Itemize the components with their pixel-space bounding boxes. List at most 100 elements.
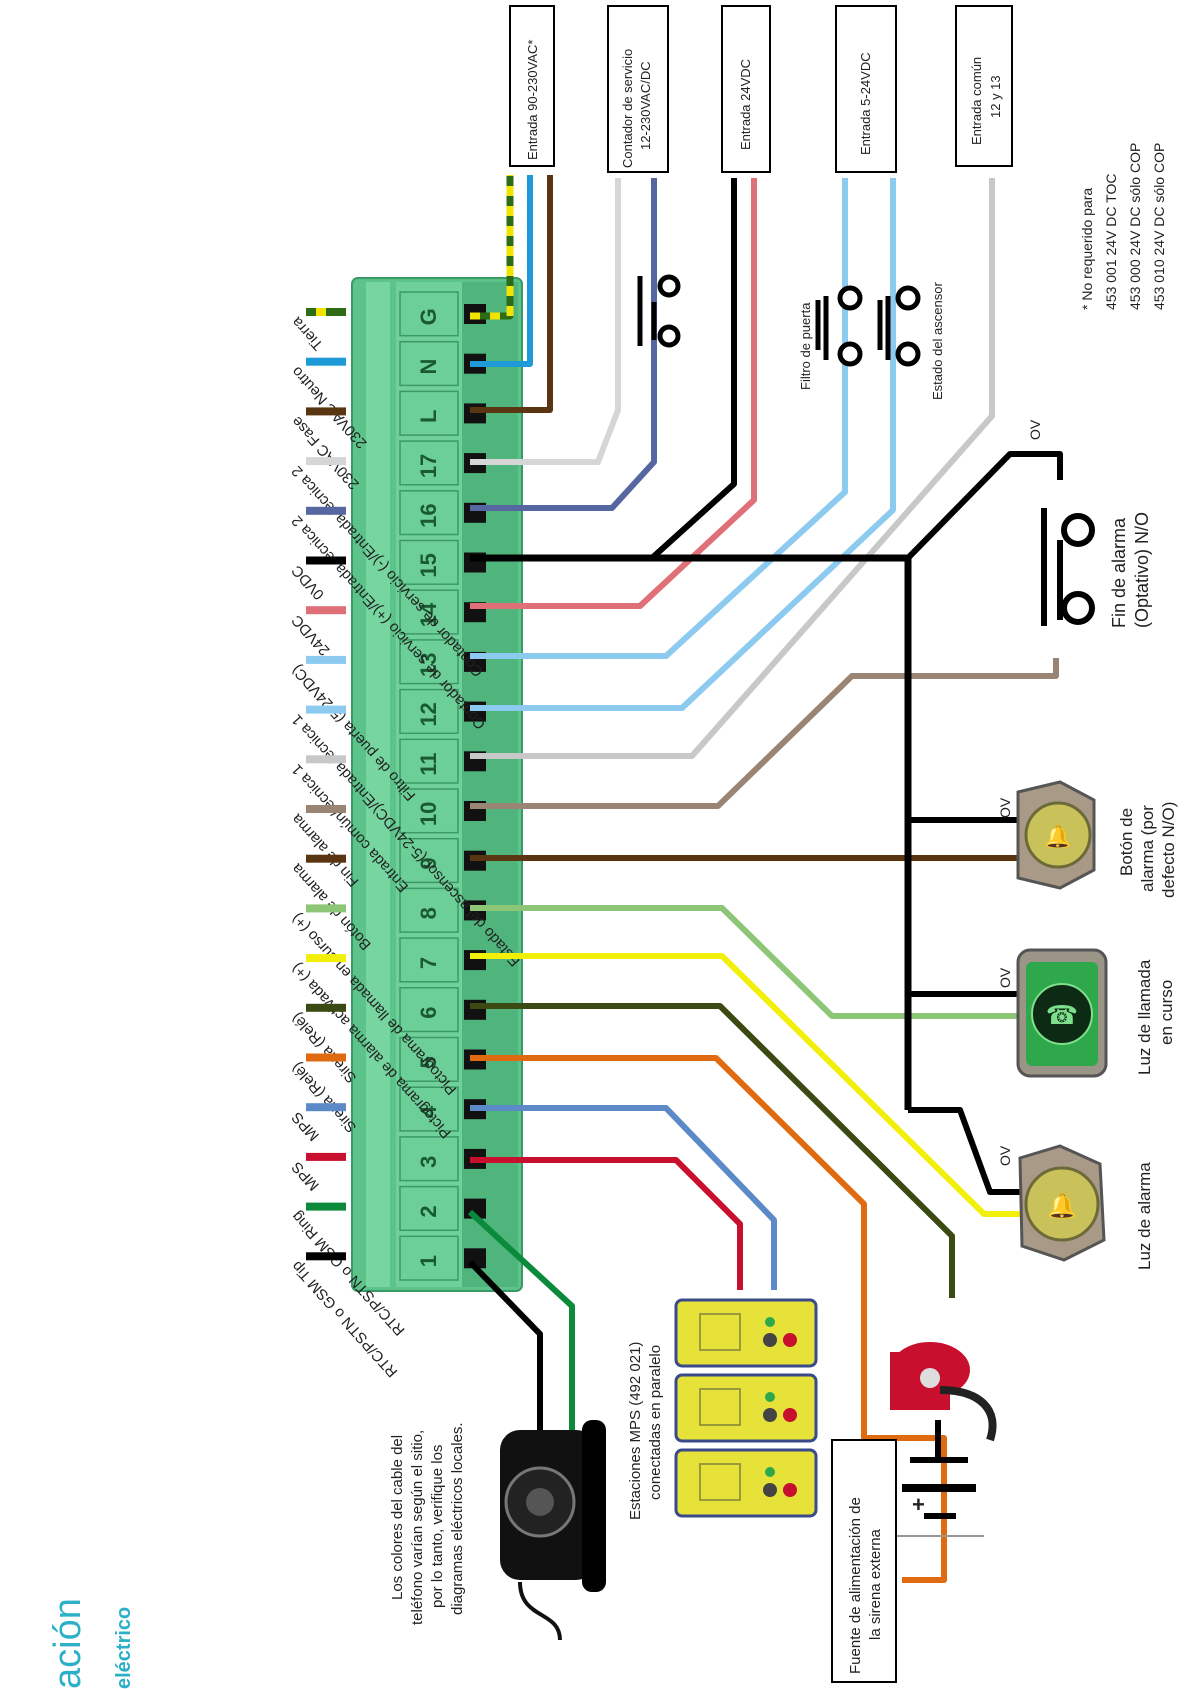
zero-volt-label-1: OV xyxy=(1027,419,1043,440)
telephone-icon xyxy=(500,1420,606,1641)
terminal-color-swatch xyxy=(306,556,346,565)
terminal-color-swatches xyxy=(306,308,346,1261)
wires xyxy=(467,175,1063,1583)
terminal-screw-hole xyxy=(464,403,486,424)
terminal-number: 9 xyxy=(416,857,441,869)
terminal-number: 12 xyxy=(416,702,441,726)
note-line-2: 453 001 24V DC TOC xyxy=(1103,174,1119,310)
terminal-number: L xyxy=(416,410,441,423)
terminal-number: 3 xyxy=(416,1156,441,1168)
common-input-label-1: Entrada común xyxy=(969,57,984,145)
input-24v-box: Entrada 24VDC xyxy=(721,5,771,173)
mps-label-1: Estaciones MPS (492 021) xyxy=(627,1342,644,1520)
terminal-number: 7 xyxy=(416,957,441,969)
siren-supply-label-2: la sirena externa xyxy=(867,1528,884,1640)
terminal-number: 13 xyxy=(416,653,441,677)
battery-icon xyxy=(894,1420,984,1537)
terminal-color-swatch xyxy=(306,457,346,466)
terminal-slot xyxy=(399,440,459,486)
power-input-label: Entrada 90-230VAC* xyxy=(525,40,540,160)
mps-station xyxy=(674,1298,818,1368)
terminal-slot xyxy=(399,1086,459,1132)
terminal-slot xyxy=(399,1235,459,1281)
zero-volt-label-3: OV xyxy=(997,967,1013,988)
lift-status-switch xyxy=(877,285,921,367)
call-light-device: ☎ xyxy=(1016,948,1108,1078)
terminal-number: 16 xyxy=(416,503,441,527)
input-24v-label: Entrada 24VDC xyxy=(738,59,753,150)
terminal-number: 2 xyxy=(416,1205,441,1217)
terminal-color-swatch xyxy=(306,655,346,664)
terminal-number: 1 xyxy=(416,1255,441,1267)
note-line-1: * No requerido para xyxy=(1079,188,1095,310)
terminal-color-swatch xyxy=(306,357,346,366)
terminal-slot xyxy=(399,390,459,436)
terminal-color-swatch xyxy=(306,1053,346,1062)
terminal-number: 10 xyxy=(416,802,441,826)
terminal-number: 6 xyxy=(416,1007,441,1019)
power-input-box: Entrada 90-230VAC* xyxy=(509,5,555,167)
terminal-number: 5 xyxy=(416,1056,441,1068)
terminal-color-swatch xyxy=(306,1003,346,1012)
terminal-color-swatch xyxy=(306,705,346,714)
terminal-color-swatch xyxy=(306,506,346,515)
alarm-button-label-3: defecto N/O) xyxy=(1159,802,1178,898)
section-title: ación xyxy=(47,1598,89,1689)
phone-note-1: Los colores del cable del xyxy=(389,1435,406,1600)
service-counter-switch xyxy=(637,274,681,348)
siren-supply-box: Fuente de alimentación de la sirena exte… xyxy=(831,1439,897,1683)
requirement-note: * No requerido para 453 001 24V DC TOC 4… xyxy=(1079,143,1167,310)
zero-volt-label-4: OV xyxy=(997,1145,1013,1166)
terminal-number: N xyxy=(416,359,441,375)
terminal-slot xyxy=(399,937,459,983)
terminal-number: G xyxy=(416,308,441,325)
mps-station xyxy=(674,1373,818,1443)
terminal-color-stripe xyxy=(316,308,326,316)
terminal-color-swatch xyxy=(306,1103,346,1112)
zero-volt-label-2: OV xyxy=(997,797,1013,818)
alarm-button-label-1: Botón de xyxy=(1117,808,1136,876)
terminal-label: 0VDC xyxy=(288,562,328,603)
terminal-color-swatch xyxy=(306,904,346,913)
terminal-color-swatch xyxy=(306,407,346,416)
end-alarm-label-1: Fin de alarma xyxy=(1109,517,1129,628)
terminal-number: 15 xyxy=(416,553,441,577)
terminal-number: 8 xyxy=(416,907,441,919)
terminal-slot xyxy=(399,987,459,1033)
call-icon: ☎ xyxy=(1046,1001,1078,1031)
terminal-slot xyxy=(399,887,459,933)
terminal-label: 24VDC xyxy=(288,611,333,658)
terminal-number: 11 xyxy=(416,753,441,776)
mps-station xyxy=(674,1448,818,1518)
phone-note-2: teléfono varían según el sitio, xyxy=(409,1430,426,1625)
terminal-slot xyxy=(399,688,459,735)
terminal-number: 17 xyxy=(416,454,441,478)
service-counter-label-2: 12-230VAC/DC xyxy=(638,61,653,150)
terminal-slot xyxy=(399,1136,459,1182)
siren-supply-label-1: Fuente de alimentación de xyxy=(847,1497,864,1674)
call-light-label-2: en curso xyxy=(1157,980,1176,1045)
terminal-block xyxy=(351,277,523,1292)
terminal-color-swatch xyxy=(306,755,346,764)
terminal-screw-hole xyxy=(464,999,486,1020)
note-line-4: 453 010 24V DC sólo COP xyxy=(1151,143,1167,310)
service-counter-label-1: Contador de servicio xyxy=(620,49,635,168)
end-alarm-switch xyxy=(1041,508,1095,626)
terminal-number: 4 xyxy=(416,1105,441,1118)
bell-icon: 🔔 xyxy=(1044,824,1071,850)
terminal-label: MPS xyxy=(288,1109,322,1145)
terminal-slot xyxy=(399,589,459,635)
terminal-slot xyxy=(399,738,459,784)
section-subtitle: eléctrico xyxy=(113,1607,135,1689)
terminal-slot xyxy=(399,788,459,834)
mps-stations xyxy=(674,1298,818,1518)
terminal-color-swatch xyxy=(306,954,346,963)
end-alarm-label-2: (Optativo) N/O xyxy=(1132,512,1152,628)
terminal-color-swatch xyxy=(306,854,346,863)
terminal-slot xyxy=(399,291,459,337)
lift-status-label: Estado del ascensor xyxy=(930,282,945,400)
terminal-label: Tierra xyxy=(288,313,327,354)
input-5-24v-label: Entrada 5-24VDC xyxy=(858,52,873,155)
terminal-slot xyxy=(399,837,459,884)
terminal-slot xyxy=(399,490,459,536)
